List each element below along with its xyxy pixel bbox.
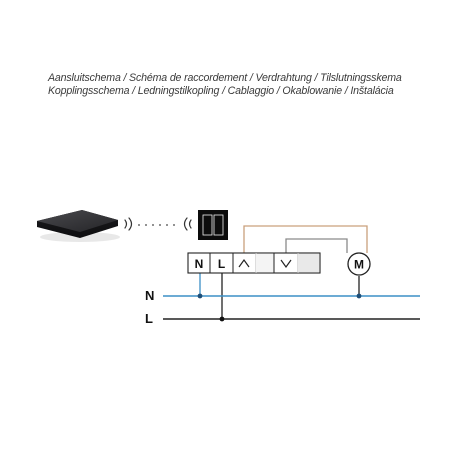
- motor-junction-dot: [356, 293, 362, 299]
- down-output-wire: [285, 238, 348, 253]
- chevron-up-icon: [238, 258, 250, 268]
- smart-hub-device: [37, 210, 120, 242]
- chevron-down-icon: [280, 259, 292, 269]
- wireless-link-dots: [138, 224, 175, 226]
- motor-label: M: [354, 258, 364, 272]
- double-wall-switch: [198, 210, 228, 240]
- wireless-signal-receive-icon: [183, 217, 192, 231]
- motor-icon: M: [347, 252, 371, 276]
- live-junction-dot: [219, 316, 225, 322]
- terminal-l-label: L: [218, 257, 225, 271]
- live-line-label: L: [145, 311, 153, 326]
- diagram-title: Aansluitschema / Schéma de raccordement …: [48, 72, 438, 98]
- neutral-junction-dot: [197, 293, 203, 299]
- up-output-wire: [243, 225, 368, 253]
- title-line-2: Kopplingsschema / Ledningstilkopling / C…: [48, 85, 394, 97]
- control-wires: [243, 225, 368, 253]
- terminal-n-label: N: [195, 257, 204, 271]
- neutral-line-label: N: [145, 288, 154, 303]
- terminal-block: N L: [187, 252, 321, 274]
- title-line-1: Aansluitschema / Schéma de raccordement …: [48, 72, 402, 84]
- wireless-signal-icon: [124, 217, 133, 231]
